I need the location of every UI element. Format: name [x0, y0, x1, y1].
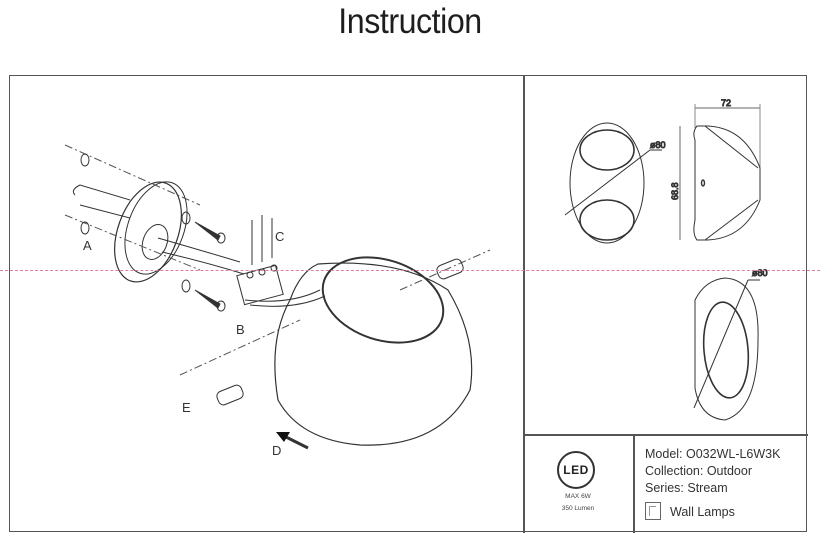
lumen: 350 Lumen: [561, 505, 595, 512]
axis-lines: [64, 144, 491, 376]
dim-width: 72: [721, 98, 731, 108]
mounting-bracket: [72, 181, 245, 283]
washers: [80, 153, 191, 293]
series: Series: Stream: [645, 481, 728, 495]
page-title: Instruction: [338, 2, 482, 41]
arrow-d-icon: [276, 432, 309, 450]
model: Model: O032WL-L6W3K: [645, 447, 781, 461]
lamp-body: [274, 256, 473, 446]
side-view: [679, 104, 761, 241]
instruction-frame: [9, 75, 807, 532]
front-view: [564, 122, 662, 244]
terminal-block: [236, 264, 326, 307]
label-a: A: [83, 238, 92, 253]
label-d: D: [272, 443, 282, 458]
wall-lamp-icon: [645, 502, 661, 520]
guide-line: [0, 270, 820, 271]
category: Wall Lamps: [670, 505, 735, 519]
divider-info: [633, 434, 635, 533]
label-c: C: [275, 229, 285, 244]
screws: [194, 221, 226, 312]
divider-horizontal: [523, 434, 808, 436]
label-b: B: [236, 322, 245, 337]
led-icon: LED: [557, 451, 595, 489]
max-power: MAX 6W: [565, 493, 591, 500]
label-e: E: [182, 400, 191, 415]
divider-vertical: [523, 75, 525, 533]
collection: Collection: Outdoor: [645, 464, 753, 478]
dim-height: 68.8: [670, 182, 680, 200]
wires: [251, 215, 273, 265]
dim-diameter-front: ø80: [650, 140, 666, 150]
dim-diameter-bottom: ø80: [752, 268, 768, 278]
bottom-view: [693, 277, 760, 421]
springs: [216, 258, 464, 406]
